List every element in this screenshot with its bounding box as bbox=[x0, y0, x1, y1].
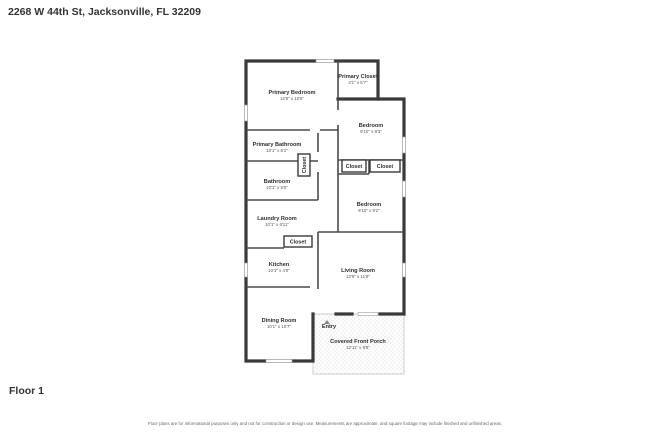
porch-name: Covered Front Porch bbox=[330, 339, 386, 345]
laundry-closet-label: Closet bbox=[290, 240, 307, 246]
dining-room-name: Dining Room bbox=[262, 318, 297, 324]
hall-closet-2 bbox=[369, 159, 401, 173]
entry-arrow-icon bbox=[324, 320, 330, 324]
primary-bathroom-dims: 10'1" x 5'1" bbox=[266, 148, 288, 153]
exterior-walls bbox=[244, 59, 406, 363]
entry-name: Entry bbox=[322, 324, 337, 330]
windows bbox=[244, 59, 406, 363]
laundry-closet bbox=[283, 235, 313, 248]
kitchen-name: Kitchen bbox=[269, 262, 290, 268]
primary-closet-name: Primary Closet bbox=[338, 74, 378, 80]
property-address: 2268 W 44th St, Jacksonville, FL 32209 bbox=[8, 6, 201, 18]
laundry-room-name: Laundry Room bbox=[257, 216, 296, 222]
bath-closet-label: Closet bbox=[302, 157, 308, 174]
floor-label: Floor 1 bbox=[9, 385, 45, 397]
interior-walls bbox=[246, 61, 404, 289]
porch-dims: 12'11" x 9'5" bbox=[346, 345, 370, 350]
primary-bedroom-dims: 14'9" x 10'6" bbox=[280, 96, 305, 101]
bedroom-1-name: Bedroom bbox=[359, 123, 384, 129]
bathroom-dims: 10'1" x 5'0" bbox=[266, 185, 288, 190]
primary-bathroom-name: Primary Bathroom bbox=[253, 142, 302, 148]
kitchen-dims: 10'1" x 4'0" bbox=[268, 268, 290, 273]
bedroom-2-dims: 9'10" x 9'2" bbox=[358, 208, 380, 213]
living-room-name: Living Room bbox=[341, 268, 375, 274]
primary-closet-dims: 4'1" x 5'7" bbox=[348, 80, 368, 85]
hall-closet-1-label: Closet bbox=[346, 164, 363, 170]
hall-closet-2-label: Closet bbox=[377, 164, 394, 170]
bedroom-1-dims: 9'10" x 9'3" bbox=[360, 129, 382, 134]
dining-room-dims: 10'1" x 10'7" bbox=[267, 324, 292, 329]
primary-bedroom-name: Primary Bedroom bbox=[269, 90, 316, 96]
disclaimer: Floor plans are for informational purpos… bbox=[147, 421, 503, 426]
room-labels: Primary Bedroom 14'9" x 10'6" Primary Cl… bbox=[253, 74, 387, 350]
living-room-dims: 13'9" x 11'9" bbox=[346, 274, 370, 279]
laundry-room-dims: 10'1" x 6'11" bbox=[265, 222, 289, 227]
bedroom-2-name: Bedroom bbox=[357, 202, 382, 208]
bath-closet bbox=[297, 153, 311, 177]
bathroom-name: Bathroom bbox=[264, 179, 290, 185]
hall-closet-1 bbox=[341, 159, 367, 173]
